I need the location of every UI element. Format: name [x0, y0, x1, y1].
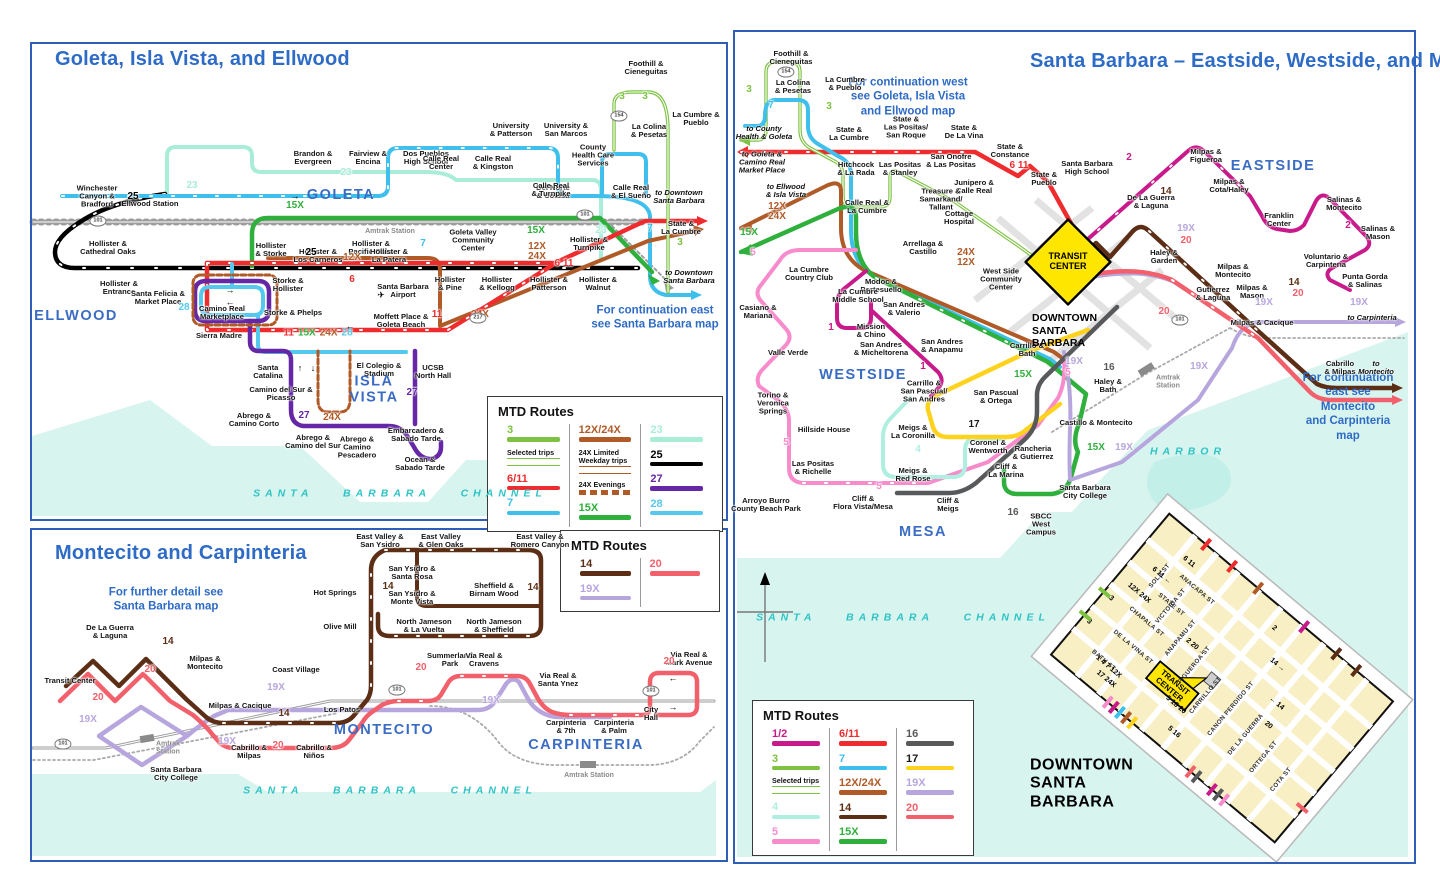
legend-entry: 3: [507, 424, 560, 442]
panel-title-goleta: Goleta, Isla Vista, and Ellwood: [55, 48, 350, 70]
legend-entry: 17: [906, 753, 954, 771]
legend-entry: 19X: [906, 777, 954, 795]
inset-route-tick: [1298, 620, 1311, 634]
legend-entry: 7: [507, 497, 560, 516]
inset-transit-center-square: [1203, 671, 1222, 690]
route-24x-dashed-iv: [316, 349, 352, 414]
legend-entry: 20: [906, 802, 954, 820]
compass-icon: [737, 572, 793, 662]
route-6-11-loop: [204, 260, 559, 333]
legend-entry: 19X: [580, 583, 631, 601]
railroad-b: [32, 705, 715, 766]
route-27-line: [247, 318, 444, 462]
transit-center-label: TRANSIT CENTER: [1048, 251, 1088, 271]
legend-entry: 16: [906, 728, 954, 746]
legend-entry: 3: [772, 753, 820, 771]
route-19x-line-c: [1062, 320, 1402, 482]
panel-title-sb: Santa Barbara – Eastside, Westside, and …: [1030, 50, 1440, 72]
legend-entry: 25: [650, 449, 704, 467]
route-15x-line: [249, 215, 655, 275]
legend-entry: 28: [650, 498, 704, 516]
route-2-line-c: [1078, 145, 1372, 292]
route-7-loop: [600, 152, 648, 198]
legend-entry: 1/2: [772, 728, 820, 746]
inset-route-tick: [1226, 559, 1239, 574]
inset-route-tick: [1200, 537, 1213, 552]
legend-entry: Selected trips: [772, 776, 820, 795]
inset-route-tick: [1097, 586, 1112, 599]
legend-title: MTD Routes: [498, 404, 574, 419]
route-14-inner-b: [415, 548, 543, 608]
water-area: [32, 774, 716, 856]
legend-entry: 20: [649, 558, 700, 576]
inset-route-tick: [1190, 770, 1203, 784]
legend-entry: 4: [772, 801, 820, 820]
route-28-line: [230, 262, 408, 354]
legend-entry: 23: [650, 424, 704, 442]
inset-transit-center-callout: [1144, 660, 1200, 712]
inset-route-tick: [1101, 695, 1114, 709]
inset-route-tick: [1295, 801, 1309, 815]
route-14-line-b: [63, 547, 544, 726]
legend-entry: 14: [580, 558, 631, 576]
inset-route-label: 2: [1270, 623, 1279, 632]
inset-route-tick: [1330, 647, 1343, 661]
route-6-11-line: [204, 218, 701, 266]
inset-route-tick: [1350, 663, 1363, 678]
inset-route-tick: [1078, 609, 1092, 622]
route-19x-line-b: [96, 677, 613, 768]
inset-route-tick: [1184, 764, 1197, 779]
legend-entry: 12X/24X: [578, 424, 632, 442]
route-12x24x-line-c: [739, 181, 1068, 363]
inset-route-label: 20: [1263, 719, 1275, 731]
legend-title: MTD Routes: [571, 538, 647, 553]
legend-entry: 15X: [839, 826, 887, 844]
inset-route-tick: [1218, 793, 1231, 807]
route-1-line-c: [835, 269, 944, 398]
inset-route-tick: [1252, 581, 1265, 595]
legend-entry: 27: [650, 473, 704, 491]
inset-route-tick: [1113, 705, 1126, 720]
route-27-loop: [192, 278, 272, 324]
legend-b: MTD Routes 14 19X 20: [560, 530, 720, 613]
transit-center-diamond: [1024, 218, 1112, 306]
route-7-line: [60, 146, 696, 297]
inset-route-label: 3: [1107, 593, 1116, 602]
amtrak-station-b1: [139, 733, 155, 744]
inset-route-tick: [1205, 782, 1218, 797]
inset-route-tick: [1211, 788, 1225, 802]
route-7-line-c: [743, 98, 1062, 369]
rail-continuation-a: [611, 225, 667, 281]
route-15x-line-c: [738, 204, 1089, 497]
inset-route-tick: [1120, 710, 1133, 725]
panel-title-montecito: Montecito and Carpinteria: [55, 542, 307, 564]
legend-entry: 14: [839, 802, 887, 820]
route-17-line-c: [925, 327, 1091, 440]
legend-entry: 5: [772, 826, 820, 844]
legend-entry: 7: [839, 753, 887, 771]
amtrak-station-b2: [580, 761, 596, 768]
route-16-line-c: [894, 304, 1120, 496]
legend-entry: 6/11: [507, 473, 560, 491]
legend-entry: Selected trips: [507, 448, 560, 466]
route-4-line-c: [881, 396, 1006, 479]
inset-route-tick: [1107, 700, 1120, 714]
route-5-line-c: [755, 248, 1067, 485]
inset-route-tick: [1126, 716, 1139, 730]
route-28-loop: [199, 285, 265, 317]
route-24x-dashed-loop: [191, 273, 279, 327]
route-20-line-b: [57, 670, 700, 751]
legend-entry: 24X Limited Weekday trips: [578, 448, 632, 475]
legend-entry: 12X/24X: [839, 777, 887, 795]
legend-title: MTD Routes: [763, 708, 839, 723]
legend-entry: 6/11: [839, 728, 887, 746]
route-23-line: [165, 145, 603, 260]
amtrak-station-c: [1137, 362, 1155, 377]
legend-entry: 15X: [578, 502, 632, 520]
inset-streets: [1070, 533, 1374, 823]
legend-entry: 24X Evenings: [578, 480, 632, 495]
